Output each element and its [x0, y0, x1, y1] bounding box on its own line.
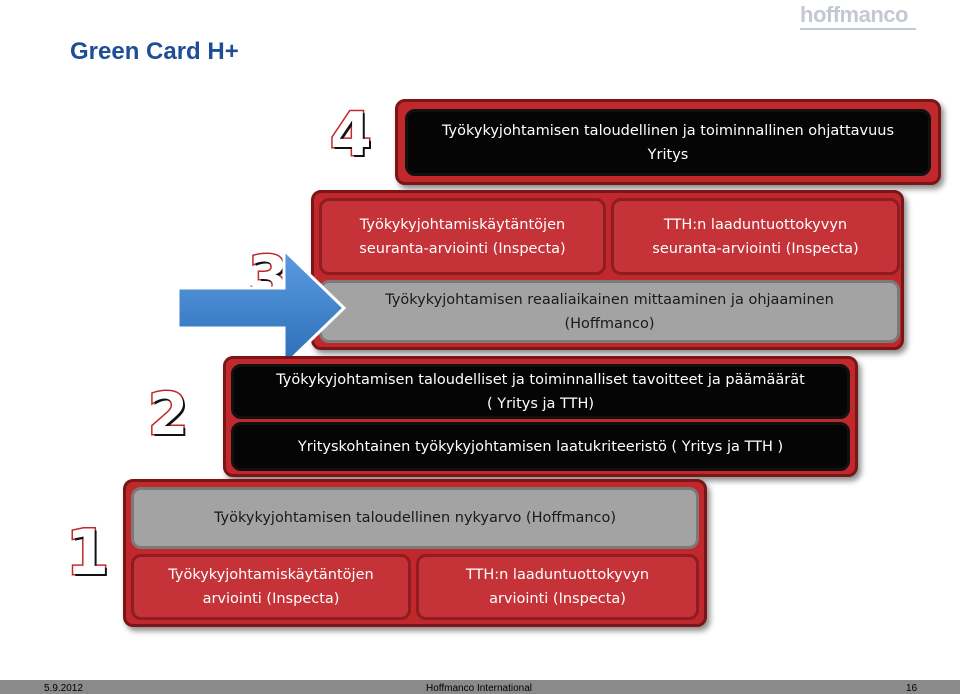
level-4-text-line2: Yritys — [647, 146, 689, 163]
level-3-right-line1: TTH:n laaduntuottokyvyn — [663, 216, 848, 233]
level-3-right-line2: seuranta-arviointi (Inspecta) — [652, 240, 859, 257]
footer-page-number: 16 — [906, 683, 918, 694]
level-1-left-line1: Työkykyjohtamiskäytäntöjen — [168, 567, 374, 583]
level-1-top-text: Työkykyjohtamisen taloudellinen nykyarvo… — [213, 510, 617, 526]
level-1-left-box: Työkykyjohtamiskäytäntöjen arviointi (In… — [131, 554, 411, 620]
level-4-number: 4 — [329, 100, 374, 170]
level-2-top-box: Työkykyjohtamisen taloudelliset ja toimi… — [231, 364, 850, 419]
level-3-number: 3 — [248, 248, 289, 288]
level-2-top-line1: Työkykyjohtamisen taloudelliset ja toimi… — [276, 371, 805, 388]
level-2-bottom-box: Yrityskohtainen työkykyjohtamisen laatuk… — [231, 422, 850, 471]
level-1-left-line2: arviointi (Inspecta) — [202, 591, 340, 607]
level-2-panel: Työkykyjohtamisen taloudelliset ja toimi… — [223, 356, 858, 477]
level-1-panel: Työkykyjohtamisen taloudellinen nykyarvo… — [123, 479, 707, 627]
slide-title: Green Card H+ — [70, 38, 239, 65]
level-3-bottom-line2: (Hoffmanco) — [564, 315, 655, 332]
level-1-top-box: Työkykyjohtamisen taloudellinen nykyarvo… — [131, 487, 699, 549]
level-2-bottom-text: Yrityskohtainen työkykyjohtamisen laatuk… — [297, 438, 784, 455]
hoffmanco-logo: hoffmanco — [800, 2, 916, 30]
level-4-goal-box: Työkykyjohtamisen taloudellinen ja toimi… — [405, 109, 931, 176]
level-4-text-line1: Työkykyjohtamisen taloudellinen ja toimi… — [441, 122, 895, 139]
level-1-right-box: TTH:n laaduntuottokyvyn arviointi (Inspe… — [416, 554, 699, 620]
footer-bar: 5.9.2012 Hoffmanco International 16 — [0, 680, 960, 694]
level-3-bottom-box: Työkykyjohtamisen reaaliaikainen mittaam… — [319, 280, 900, 343]
level-4-panel: Työkykyjohtamisen taloudellinen ja toimi… — [395, 99, 941, 185]
level-3-right-box: TTH:n laaduntuottokyvyn seuranta-arvioin… — [611, 198, 900, 275]
level-1-right-line1: TTH:n laaduntuottokyvyn — [465, 567, 650, 583]
level-1-number: 1 — [64, 516, 110, 589]
level-1-right-line2: arviointi (Inspecta) — [489, 591, 626, 607]
level-2-top-line2: ( Yritys ja TTH) — [486, 395, 595, 412]
footer-date: 5.9.2012 — [44, 683, 83, 694]
level-2-number: 2 — [146, 380, 189, 448]
footer-company: Hoffmanco International — [426, 683, 532, 694]
level-3-left-line1: Työkykyjohtamiskäytäntöjen — [359, 216, 566, 233]
blue-arrow-icon — [178, 248, 347, 368]
level-3-bottom-line1: Työkykyjohtamisen reaaliaikainen mittaam… — [385, 291, 834, 308]
level-3-left-line2: seuranta-arviointi (Inspecta) — [359, 240, 566, 257]
level-3-panel: Työkykyjohtamiskäytäntöjen seuranta-arvi… — [311, 190, 904, 350]
level-3-left-box: Työkykyjohtamiskäytäntöjen seuranta-arvi… — [319, 198, 606, 275]
